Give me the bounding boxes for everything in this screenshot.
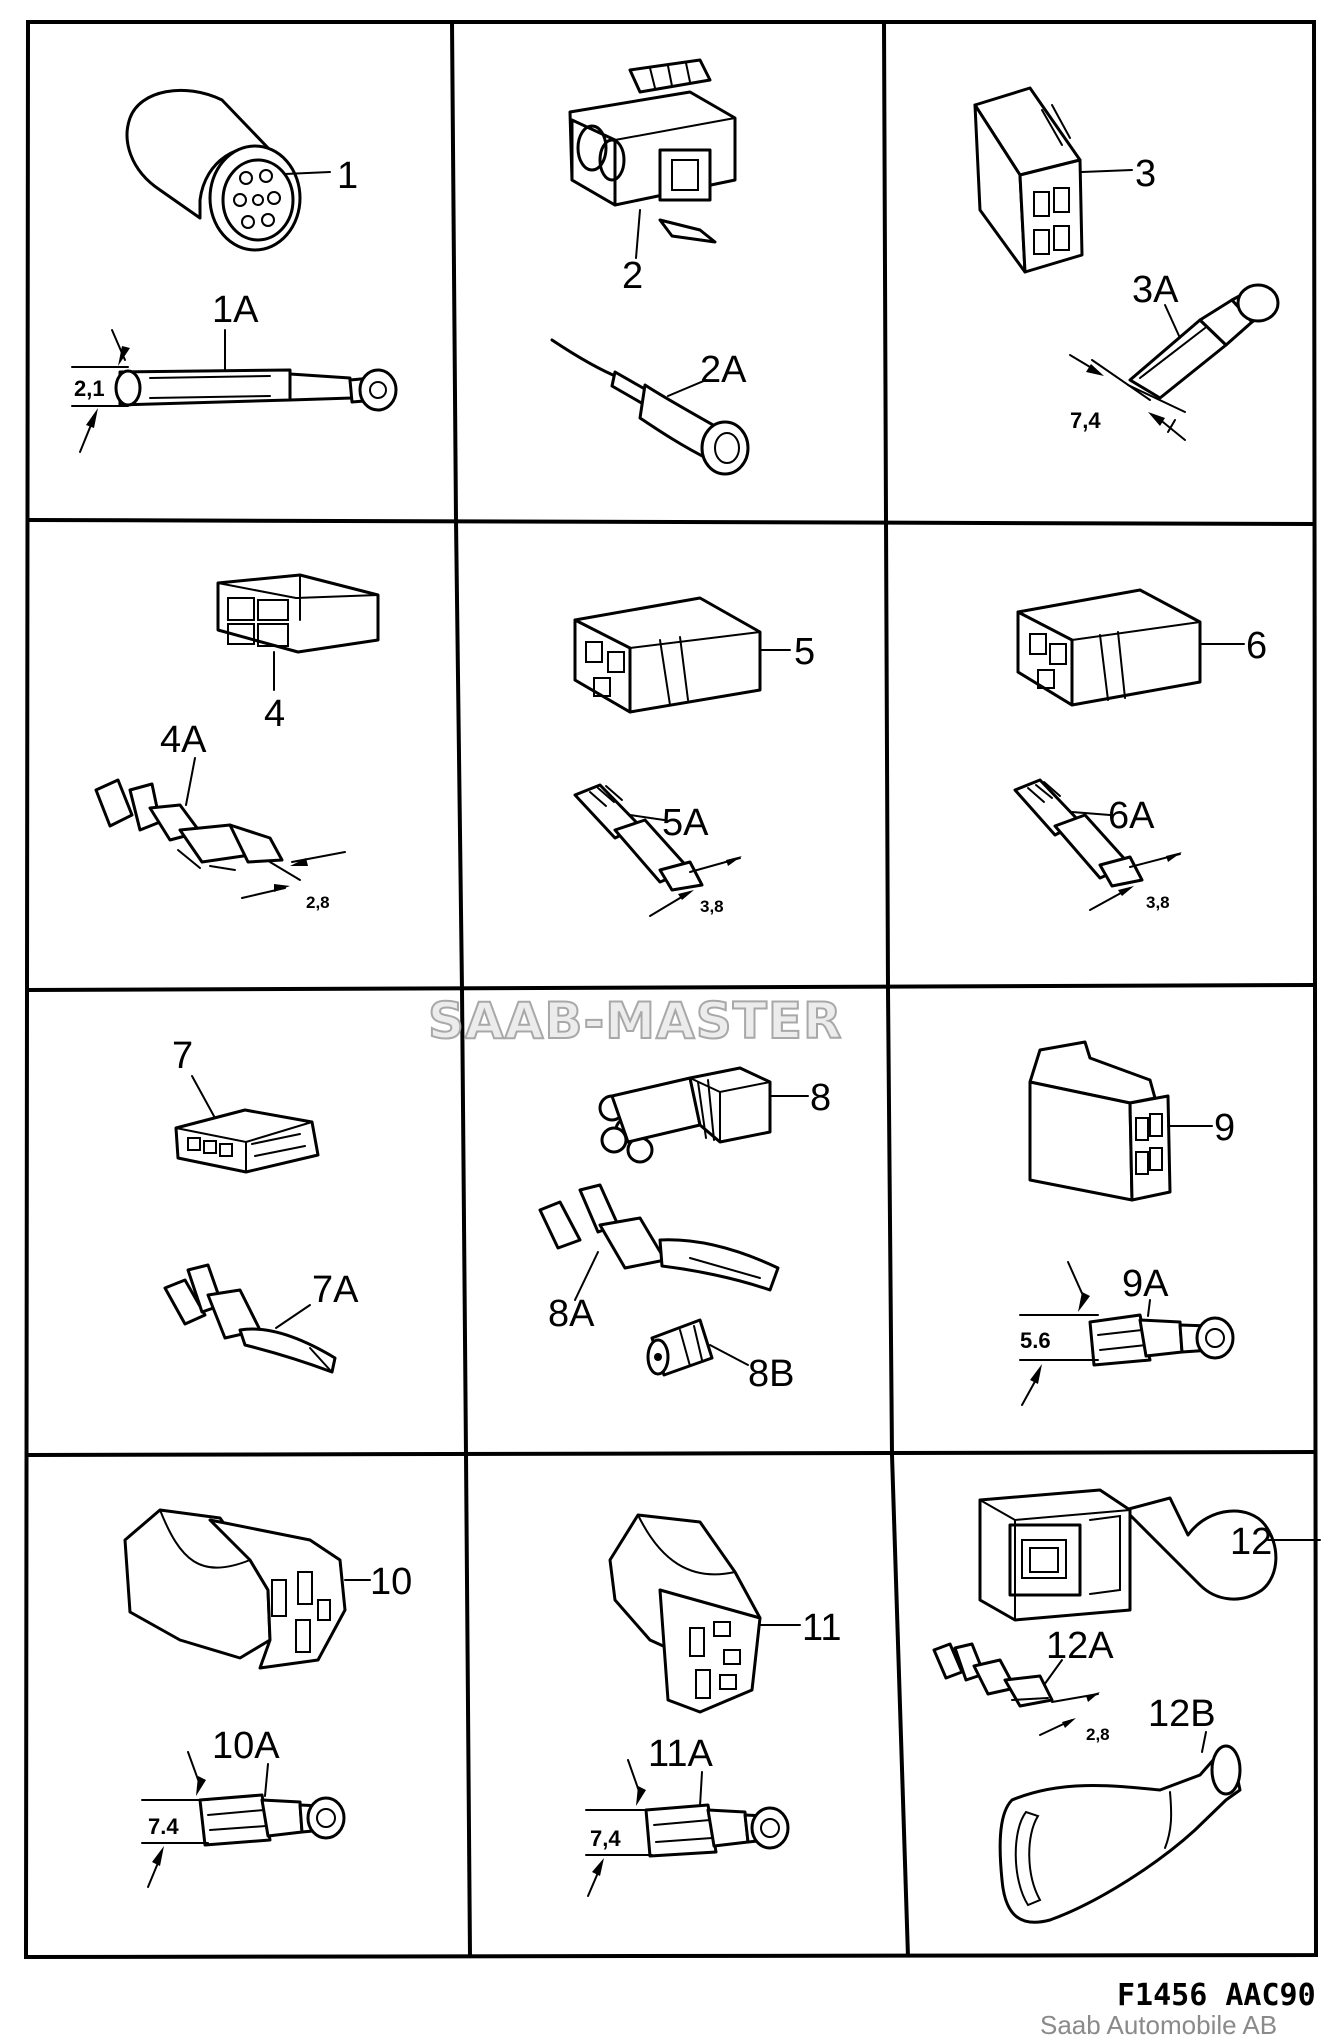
dimension-value: 7,4 <box>590 1826 621 1851</box>
terminal-label: 10A <box>212 1725 280 1767</box>
part-label: 12 <box>1230 1521 1272 1563</box>
round-connector-illustration <box>125 88 331 252</box>
terminal-label: 11A <box>648 1733 713 1775</box>
housing-5-illustration <box>573 596 791 714</box>
part-label: 9 <box>1214 1107 1235 1149</box>
cell-3: 3 3A 7,4 <box>973 86 1280 441</box>
dimension-value: 3,8 <box>1146 893 1170 912</box>
dimension-marker <box>1069 354 1186 441</box>
part-label: 1 <box>337 155 358 197</box>
part-label: 10 <box>370 1561 412 1603</box>
part-label: 4 <box>264 693 285 735</box>
terminal-label: 1A <box>212 289 259 331</box>
dimension-value: 2,8 <box>1086 1725 1110 1744</box>
terminal-label: 9A <box>1122 1263 1169 1305</box>
flat-terminal-11a-illustration <box>644 1771 790 1858</box>
twin-socket-illustration <box>568 58 737 259</box>
part-label: 11 <box>802 1607 841 1649</box>
part-label: 2 <box>622 255 643 297</box>
pin-terminal-illustration <box>114 329 398 412</box>
cell-2: 2 2A <box>550 58 750 476</box>
dimension-marker <box>241 851 346 899</box>
housing-11-illustration <box>608 1513 801 1714</box>
flat-terminal-10a-illustration <box>198 1763 346 1847</box>
cell-7: 7 7A <box>163 1035 359 1374</box>
figure-code: F1456 AAC90 <box>1117 1978 1316 2013</box>
cell-10: 10 10A 7.4 <box>123 1508 412 1888</box>
terminal-label: 8A <box>548 1293 595 1335</box>
dimension-value: 5.6 <box>1020 1328 1051 1353</box>
housing-6-illustration <box>1016 588 1245 707</box>
crimp-terminal-4a-illustration <box>94 757 284 871</box>
terminal-label: 3A <box>1132 269 1179 311</box>
part-label: 3 <box>1135 153 1156 195</box>
bullet-terminal-illustration <box>550 338 750 476</box>
crimp-terminal-8a-illustration <box>538 1183 780 1301</box>
dimension-marker <box>71 329 130 453</box>
dimension-marker <box>1089 852 1182 911</box>
flat-terminal-9a-illustration <box>1088 1299 1235 1367</box>
cell-9: 9 9A 5.6 <box>1019 1040 1235 1406</box>
watermark: SAAB-MASTER <box>428 992 843 1050</box>
cell-1: 1 1A 2,1 <box>71 88 398 453</box>
terminal-label: 7A <box>312 1269 359 1311</box>
terminal-label: 6A <box>1108 795 1155 837</box>
spring-terminal-6a-illustration <box>1013 778 1144 888</box>
copyright-notice: Saab Automobile AB <box>1040 2010 1278 2040</box>
cell-12: 12 12A 2,8 12B <box>932 1488 1321 1924</box>
part-label: 8 <box>810 1077 831 1119</box>
housing-4-illustration <box>216 573 380 691</box>
dimension-value: 2,8 <box>306 893 330 912</box>
crimp-terminal-12a-illustration <box>932 1642 1063 1708</box>
dimension-marker <box>141 1751 209 1888</box>
part-label: 7 <box>172 1035 193 1077</box>
dimension-value: 7,4 <box>1070 408 1101 433</box>
cell-11: 11 11A 7,4 <box>585 1513 841 1897</box>
cell-6: 6 6A 3,8 <box>1013 588 1267 912</box>
extra-part-label: 12B <box>1148 1693 1216 1735</box>
grid-frame <box>23 20 1319 1960</box>
cell-4: 4 4A 2,8 <box>94 573 380 912</box>
dimension-marker <box>585 1759 653 1897</box>
dimension-value: 7.4 <box>148 1814 179 1839</box>
part-label: 5 <box>794 631 815 673</box>
cell-8: 8 8A 8B <box>538 1066 831 1395</box>
terminal-label: 2A <box>700 349 747 391</box>
square-connector-illustration <box>973 86 1133 274</box>
housing-8-illustration <box>598 1066 809 1164</box>
boot-12b-illustration <box>998 1731 1242 1924</box>
part-label: 6 <box>1246 625 1267 667</box>
terminal-label: 12A <box>1046 1625 1114 1667</box>
housing-9-illustration <box>1028 1040 1213 1202</box>
dimension-value: 2,1 <box>74 376 105 401</box>
seal-8b-illustration <box>646 1318 749 1377</box>
housing-10-illustration <box>123 1508 371 1670</box>
cell-5: 5 5A 3,8 <box>573 596 815 917</box>
flat-terminal-illustration <box>1128 283 1280 400</box>
housing-12-illustration <box>978 1488 1321 1622</box>
dimension-marker <box>1019 1261 1099 1406</box>
terminal-label: 4A <box>160 719 207 761</box>
dimension-marker <box>1039 1692 1100 1736</box>
spring-terminal-5a-illustration <box>573 783 704 892</box>
dimension-value: 3,8 <box>700 897 724 916</box>
housing-7-illustration <box>174 1108 320 1174</box>
terminal-label: 5A <box>662 802 709 844</box>
extra-part-label: 8B <box>748 1353 794 1395</box>
dimension-marker <box>649 856 742 917</box>
crimp-terminal-7a-illustration <box>163 1263 337 1374</box>
